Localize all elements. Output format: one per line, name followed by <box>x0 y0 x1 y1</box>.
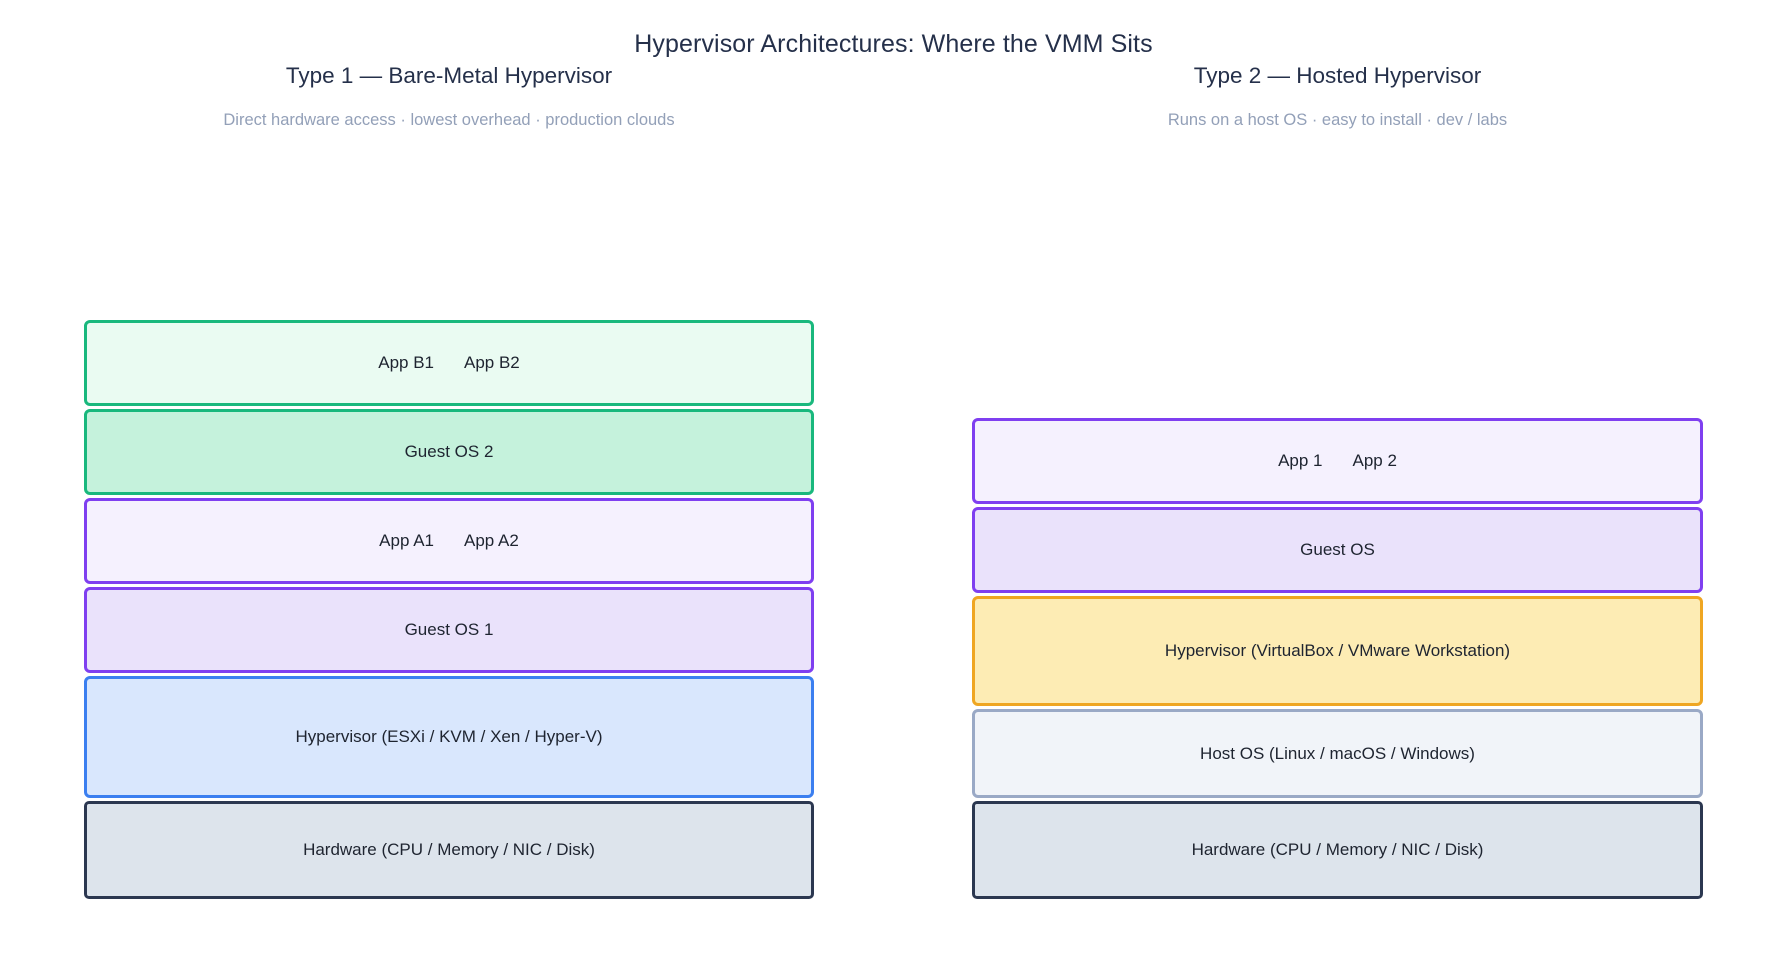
layer-label: Hypervisor (ESXi / KVM / Xen / Hyper-V) <box>295 727 603 746</box>
layer-type2-hypervisor: Hypervisor (VirtualBox / VMware Workstat… <box>972 596 1703 706</box>
app-label: App 2 <box>1352 451 1397 470</box>
layer-type2-guest-os: Guest OS <box>972 507 1703 593</box>
layer-type1-apps: App A1 App A2 <box>84 498 814 584</box>
column-subtitle-type2: Runs on a host OS · easy to install · de… <box>1167 111 1508 129</box>
layer-label: Hypervisor (VirtualBox / VMware Workstat… <box>1164 641 1511 660</box>
layer-label: Hardware (CPU / Memory / NIC / Disk) <box>1191 840 1484 859</box>
column-heading-type1: Type 1 — Bare-Metal Hypervisor <box>285 63 613 88</box>
layer-label: Guest OS 1 <box>404 620 494 639</box>
app-label: App 1 <box>1278 451 1323 470</box>
app-label: App A2 <box>464 531 519 550</box>
app-label: App B2 <box>464 353 520 372</box>
column-heading-type2: Type 2 — Hosted Hypervisor <box>1193 63 1482 88</box>
layer-type1-guest-os-1: Guest OS 1 <box>84 587 814 673</box>
layer-type1-apps: App B1 App B2 <box>84 320 814 406</box>
column-subtitle-type1: Direct hardware access · lowest overhead… <box>223 111 675 129</box>
layer-type1-guest-os-2: Guest OS 2 <box>84 409 814 495</box>
layer-label: Hardware (CPU / Memory / NIC / Disk) <box>303 840 595 859</box>
layer-label: Guest OS 2 <box>404 442 494 461</box>
app-label: App B1 <box>378 353 434 372</box>
layer-type2-hardware: Hardware (CPU / Memory / NIC / Disk) <box>972 801 1703 899</box>
layer-type1-hardware: Hardware (CPU / Memory / NIC / Disk) <box>84 801 814 899</box>
layer-label: Host OS (Linux / macOS / Windows) <box>1200 743 1475 763</box>
app-group: App A1 App A2 <box>379 529 519 553</box>
layer-type2-apps: App 1 App 2 <box>972 418 1703 504</box>
app-label: App A1 <box>379 531 434 550</box>
app-group: App 1 App 2 <box>1278 449 1397 473</box>
page-title: Hypervisor Architectures: Where the VMM … <box>634 30 1153 58</box>
app-group: App B1 App B2 <box>378 351 520 375</box>
layer-type1-hypervisor: Hypervisor (ESXi / KVM / Xen / Hyper-V) <box>84 676 814 798</box>
layer-type2-host-os: Host OS (Linux / macOS / Windows) <box>972 709 1703 798</box>
layer-label: Guest OS <box>1300 540 1375 559</box>
